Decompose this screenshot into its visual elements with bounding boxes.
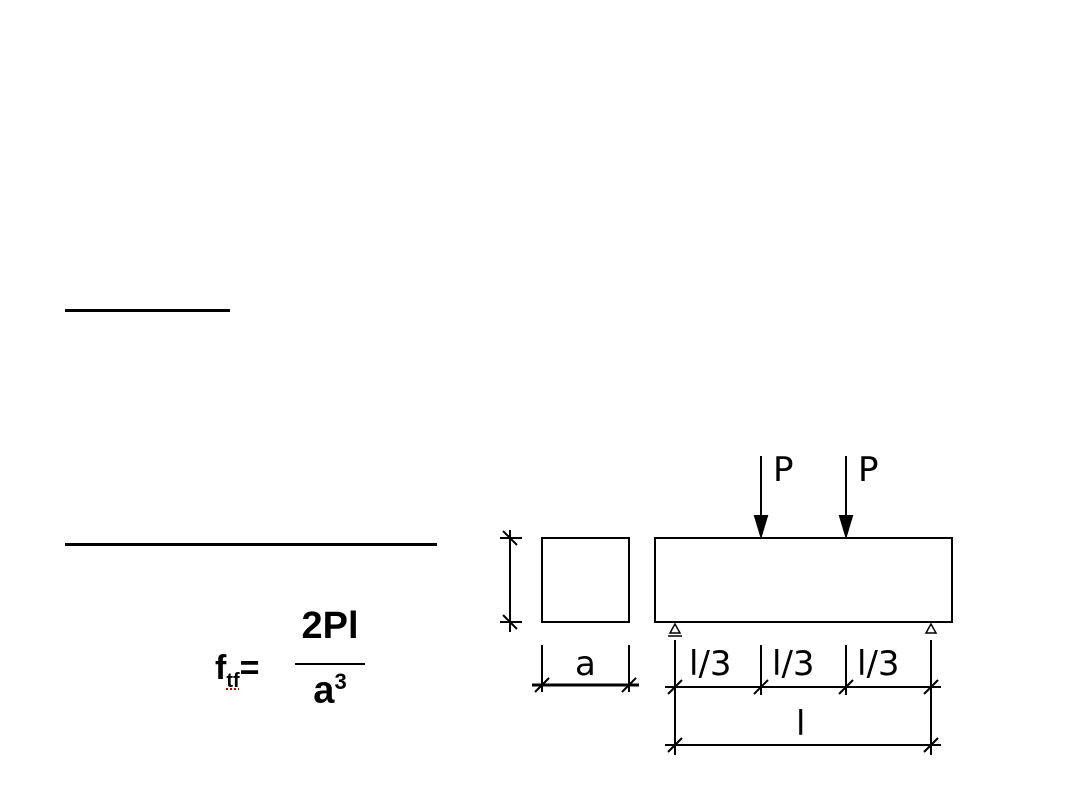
flexural-strength-formula: ftf= 2Pl a3 [215,605,385,725]
heading-underline-1 [65,309,230,312]
third-label-2: l/3 [772,644,815,684]
third-label-3: l/3 [857,644,900,684]
formula-fraction-bar [295,663,365,665]
cross-section-square [541,537,630,623]
formula-numerator: 2Pl [301,605,359,647]
third-label-1: l/3 [689,644,732,684]
formula-lhs: ftf= [215,649,260,692]
height-dimension [500,530,522,632]
heading-underline-2 [65,543,437,546]
thirds-dimension [665,640,941,755]
span-dimension [665,737,941,753]
support-right [924,622,938,634]
support-left [668,622,682,637]
load-arrow-1 [753,456,769,540]
load-arrow-2 [838,456,854,540]
span-label: l [796,704,805,744]
width-label: a [575,644,596,684]
load-label-1: P [773,450,794,490]
formula-subscript: tf [226,670,240,692]
beam-rectangle [654,537,953,623]
load-label-2: P [858,450,879,490]
width-dimension [532,645,639,693]
formula-denominator: a3 [313,669,347,712]
